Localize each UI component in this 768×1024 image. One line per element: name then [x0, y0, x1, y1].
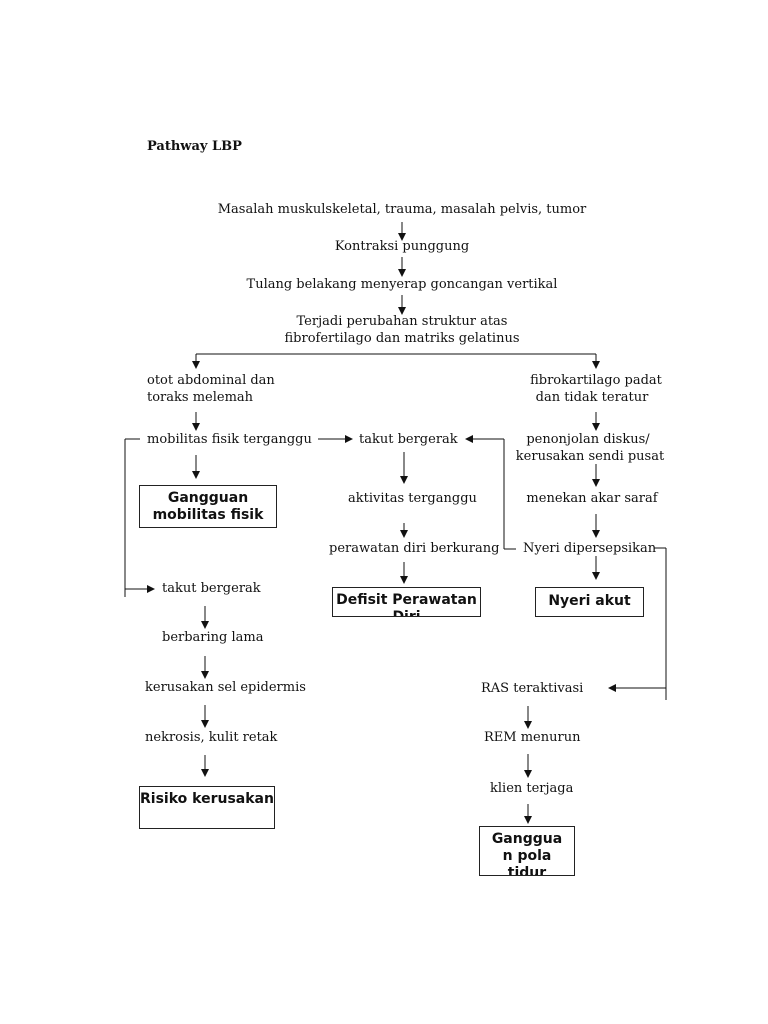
box-gangguan-pola-tidur: Ganggua n pola tidur [479, 826, 575, 876]
node-perubahan-struktur-1: Terjadi perubahan struktur atas [296, 314, 508, 329]
node-takut-bergerak-left: takut bergerak [162, 581, 261, 596]
box-defisit-perawatan: Defisit Perawatan Diri [332, 587, 481, 617]
node-menekan-akar: menekan akar saraf [526, 491, 658, 506]
node-nekrosis: nekrosis, kulit retak [145, 730, 278, 745]
node-penonjolan-1: penonjolan diskus/ [526, 432, 650, 447]
node-ras-teraktivasi: RAS teraktivasi [481, 681, 584, 696]
node-berbaring-lama: berbaring lama [162, 630, 264, 645]
node-rem-menurun: REM menurun [484, 730, 581, 745]
box-risiko-kerusakan: Risiko kerusakan [139, 786, 275, 829]
node-perubahan-struktur-2: fibrofertilago dan matriks gelatinus [284, 331, 520, 346]
node-kontraksi: Kontraksi punggung [334, 239, 470, 254]
node-aktivitas-terganggu: aktivitas terganggu [348, 491, 477, 506]
page-title: Pathway LBP [147, 139, 242, 154]
node-penonjolan-2: kerusakan sendi pusat [515, 449, 665, 464]
node-fibrokartilago-1: fibrokartilago padat [530, 373, 662, 388]
node-masalah: Masalah muskulskeletal, trauma, masalah … [217, 202, 587, 217]
node-nyeri-dipersepsikan: Nyeri dipersepsikan [523, 541, 657, 556]
node-takut-bergerak-mid: takut bergerak [359, 432, 458, 447]
node-otot-abdominal-2: toraks melemah [147, 390, 254, 405]
node-otot-abdominal-1: otot abdominal dan [147, 373, 275, 388]
node-perawatan-diri: perawatan diri berkurang [329, 541, 500, 556]
node-mobilitas-terganggu: mobilitas fisik terganggu [147, 432, 312, 447]
node-tulang-belakang: Tulang belakang menyerap goncangan verti… [246, 277, 558, 292]
box-gangguan-mobilitas: Gangguan mobilitas fisik [139, 485, 277, 528]
node-fibrokartilago-2: dan tidak teratur [535, 390, 649, 405]
node-klien-terjaga: klien terjaga [490, 781, 574, 796]
box-nyeri-akut: Nyeri akut [535, 587, 644, 617]
node-kerusakan-sel: kerusakan sel epidermis [145, 680, 306, 695]
